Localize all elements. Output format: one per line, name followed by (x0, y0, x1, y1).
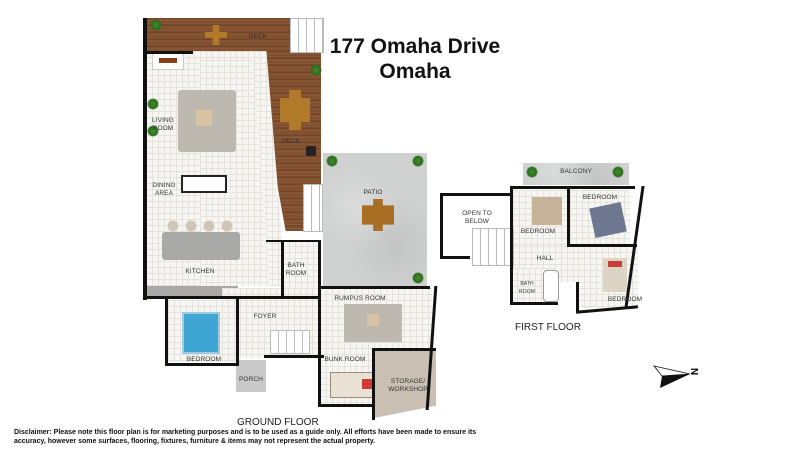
plant-icon (147, 125, 159, 137)
label-living-room: LIVING ROOM (152, 117, 174, 132)
plant-icon (310, 64, 322, 76)
first-floor-stairs (472, 228, 514, 266)
plant-icon (526, 166, 538, 178)
stools-icon (167, 220, 239, 232)
deck-stairs (290, 18, 324, 53)
plant-icon (412, 155, 424, 167)
kitchen-bench-icon (146, 286, 238, 298)
ground-floor-title: GROUND FLOOR (237, 417, 319, 428)
address-line-1: 177 Omaha Drive (329, 35, 501, 58)
bed-icon (182, 312, 220, 354)
wall (165, 296, 168, 366)
property-address: 177 Omaha Drive Omaha (300, 34, 530, 84)
address-line-2: Omaha (379, 60, 451, 83)
wall (510, 186, 513, 304)
wall (143, 296, 318, 299)
wall (236, 296, 239, 366)
wall (567, 244, 637, 247)
north-arrow-icon: N (652, 362, 702, 390)
label-bath-room-ground: BATH ROOM (285, 262, 307, 277)
wall (143, 18, 147, 300)
wall (143, 51, 193, 54)
wall (318, 240, 321, 406)
balcony-area (523, 163, 629, 185)
porch-floor (236, 360, 266, 392)
plant-icon (612, 166, 624, 178)
label-hall: HALL (536, 255, 554, 262)
rumpus-table-icon (367, 314, 379, 326)
bathtub-icon (543, 270, 559, 302)
label-bath-room-first: BATH ROOM (519, 281, 535, 295)
label-storage-workshop: STORAGE/ WORKSHOP (388, 378, 428, 393)
plant-icon (412, 272, 424, 284)
label-porch: PORCH (239, 376, 263, 383)
label-bedroom-2: BEDROOM (582, 194, 618, 201)
label-kitchen: KITCHEN (185, 268, 215, 275)
label-bedroom-1: BEDROOM (520, 228, 556, 235)
label-bedroom-3: BEDROOM (607, 296, 643, 303)
wall (318, 404, 374, 407)
label-patio: PATIO (363, 189, 383, 196)
label-rumpus-room: RUMPUS ROOM (334, 295, 386, 302)
wall (165, 363, 237, 366)
plant-icon (326, 155, 338, 167)
wall (440, 193, 443, 259)
wall (576, 282, 579, 312)
bunk-bed-icon (330, 372, 376, 398)
disclaimer-text: Disclaimer: Please note this floor plan … (14, 429, 477, 445)
bbq-icon (306, 146, 316, 156)
first-bed-3-icon (603, 258, 627, 292)
wall (440, 193, 512, 196)
kitchen-island-icon (162, 232, 240, 260)
wall (266, 240, 320, 242)
first-bed-1-icon (532, 197, 562, 225)
label-foyer: FOYER (253, 313, 277, 320)
wall (264, 355, 324, 358)
label-bunk-room: BUNK ROOM (324, 356, 366, 363)
dining-table-icon (181, 175, 227, 193)
fireplace-icon (152, 52, 184, 70)
patio-stairs (303, 184, 323, 232)
plant-icon (150, 19, 162, 31)
label-bedroom-ground: BEDROOM (186, 356, 222, 363)
label-open-to-below: OPEN TO BELOW (462, 210, 492, 225)
wall (372, 348, 375, 420)
label-deck-side: DECK (281, 138, 301, 145)
wall (281, 240, 284, 298)
label-dining-area: DINING AREA (152, 182, 176, 197)
wall (440, 256, 470, 259)
north-label: N (690, 367, 702, 376)
wall (372, 348, 436, 351)
wall (510, 302, 558, 305)
foyer-stairs (270, 330, 310, 354)
label-deck-top: DECK (248, 33, 268, 40)
label-balcony: BALCONY (560, 168, 592, 175)
coffee-table-icon (196, 110, 212, 126)
wall (318, 286, 430, 289)
first-floor-title: FIRST FLOOR (515, 322, 581, 333)
plant-icon (147, 98, 159, 110)
wall (510, 186, 635, 189)
wall (567, 186, 570, 246)
